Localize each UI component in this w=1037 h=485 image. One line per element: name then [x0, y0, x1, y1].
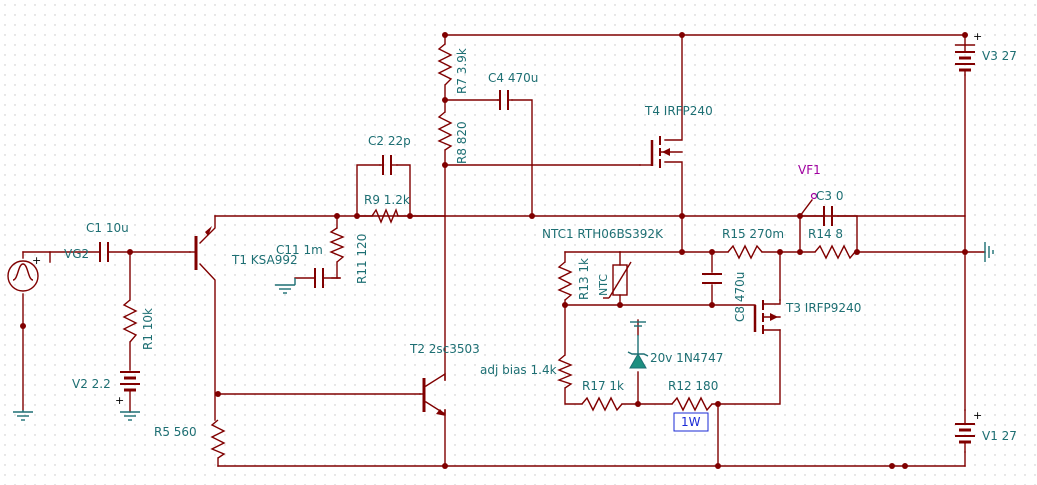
resistor-r15[interactable] [727, 244, 763, 260]
capacitor-c2[interactable] [379, 155, 398, 175]
zener-diode[interactable] [627, 321, 649, 369]
resistor-r8[interactable] [437, 111, 453, 151]
label-r14: R14 8 [808, 227, 843, 241]
mosfet-t4[interactable] [639, 136, 683, 168]
label-r12-power: 1W [681, 415, 701, 429]
battery-v2[interactable]: + [115, 371, 140, 407]
label-c1: C1 10u [86, 221, 129, 235]
resistor-r12[interactable] [671, 396, 713, 412]
ground-left-icon [13, 410, 33, 421]
resistor-adj-bias[interactable] [557, 354, 573, 389]
label-v2: V2 2.2 [72, 377, 111, 391]
label-v3: V3 27 [982, 49, 1017, 63]
label-c2: C2 22p [368, 134, 411, 148]
label-c4: C4 470u [488, 71, 538, 85]
capacitor-c3[interactable] [821, 206, 839, 226]
label-vg2: VG2 [64, 247, 89, 261]
label-r1: R1 10k [141, 308, 155, 350]
transistor-t2[interactable] [419, 372, 446, 416]
resistor-r17[interactable] [581, 396, 623, 412]
resistor-r14[interactable] [814, 244, 856, 260]
thermistor-ntc1[interactable] [603, 261, 632, 299]
label-t2: T2 2sc3503 [409, 342, 480, 356]
label-v3-plus: + [973, 30, 982, 43]
ground-c11-icon [275, 278, 296, 294]
label-r15: R15 270m [722, 227, 784, 241]
label-r11: R11 120 [355, 234, 369, 284]
svg-text:+: + [115, 394, 124, 407]
resistor-r9[interactable] [371, 208, 399, 224]
label-t1: T1 KSA992 [231, 253, 298, 267]
resistor-r7[interactable] [437, 43, 453, 86]
signal-source-vg2[interactable]: + [7, 254, 41, 292]
label-t4: T4 IRFP240 [644, 104, 713, 118]
label-adj-bias: adj bias 1.4k [480, 363, 557, 377]
label-r5: R5 560 [154, 425, 197, 439]
labels: VG2 C1 10u T1 KSA992 R1 10k V2 2.2 R5 56… [64, 30, 1017, 443]
mosfet-t3[interactable] [753, 299, 781, 334]
ground-output-icon [984, 242, 994, 262]
capacitor-c1[interactable] [99, 242, 131, 262]
ground-v2-icon [120, 411, 140, 421]
label-v1: V1 27 [982, 429, 1017, 443]
resistor-r13[interactable] [557, 261, 573, 301]
label-r12-power-box: 1W [673, 412, 709, 432]
wires [22, 34, 986, 467]
label-r17: R17 1k [582, 379, 624, 393]
battery-v1[interactable] [955, 409, 975, 453]
capacitor-c8[interactable] [702, 273, 722, 284]
capacitor-c11[interactable] [314, 268, 341, 288]
svg-text:+: + [32, 254, 41, 267]
label-zener: 20v 1N4747 [650, 351, 723, 365]
resistor-r5[interactable] [210, 419, 226, 459]
capacitor-c4[interactable] [497, 90, 513, 110]
resistor-r11[interactable] [329, 227, 345, 263]
transistor-t1[interactable] [189, 226, 212, 270]
label-ntc-symbol: NTC [597, 274, 610, 296]
label-c11: C11 1m [276, 243, 323, 257]
label-r9: R9 1.2k [364, 193, 410, 207]
label-vf1: VF1 [798, 163, 821, 177]
junction-dots [20, 32, 968, 469]
label-r8: R8 820 [455, 121, 469, 164]
label-r12: R12 180 [668, 379, 718, 393]
label-r13: R13 1k [577, 258, 591, 300]
label-t3: T3 IRFP9240 [785, 301, 861, 315]
battery-v3[interactable] [955, 44, 975, 76]
label-c8: C8 470u [733, 272, 747, 322]
label-ntc1: NTC1 RTH06BS392K [542, 227, 664, 241]
ground-symbols [13, 242, 994, 421]
label-r7: R7 3.9k [455, 48, 469, 94]
voltage-probe-vf1[interactable] [810, 192, 818, 200]
label-c3: C3 0 [816, 189, 843, 203]
resistor-r1[interactable] [122, 299, 138, 343]
label-v1-plus: + [973, 409, 982, 422]
